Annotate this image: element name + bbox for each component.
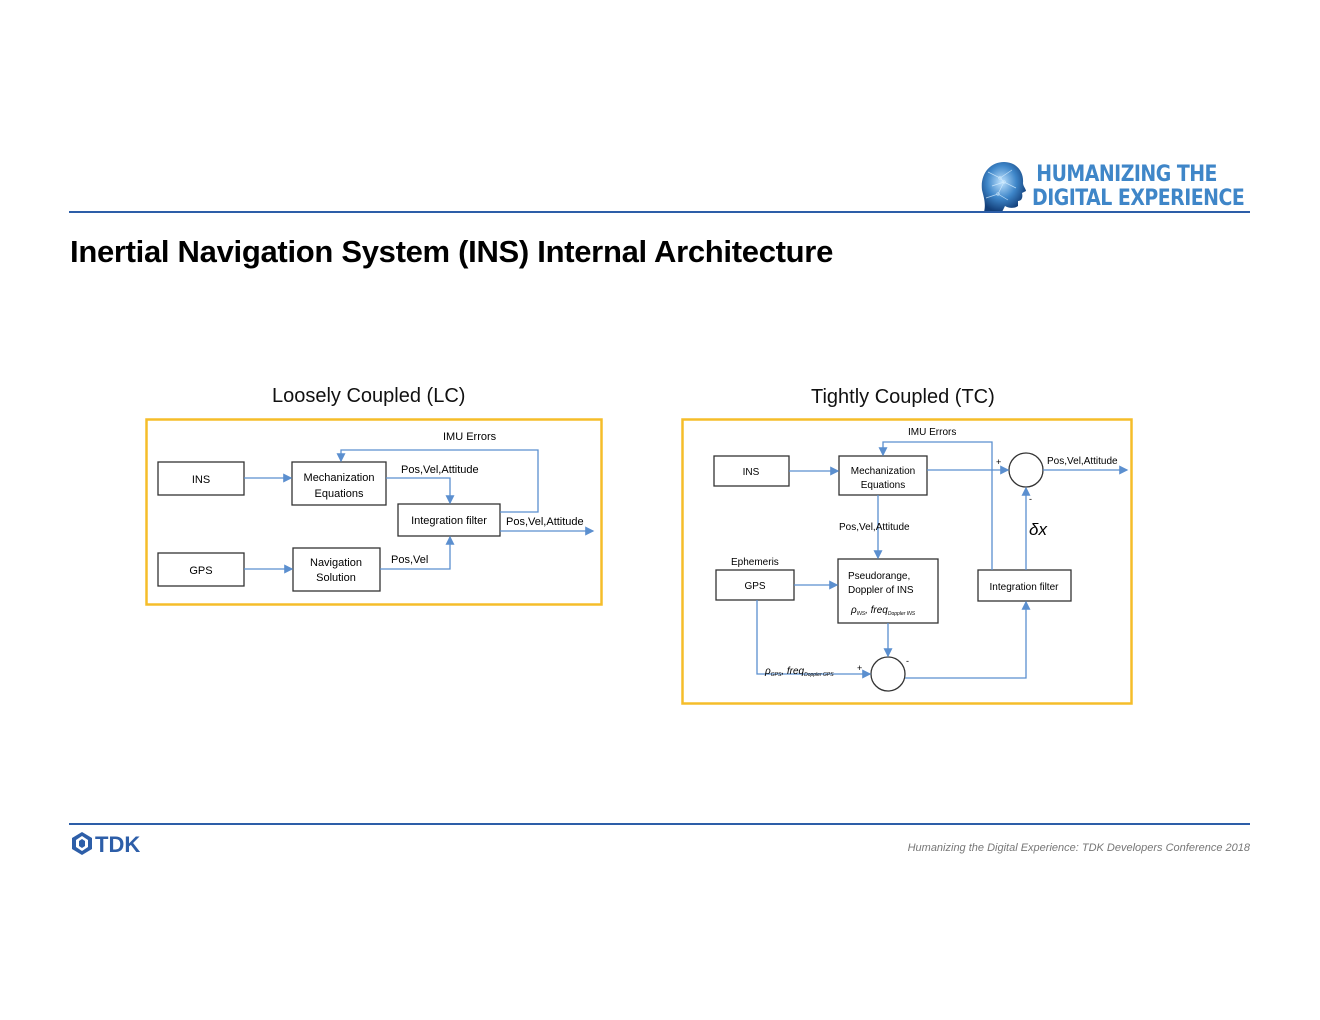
lc-mech-line1: Mechanization: [304, 472, 375, 484]
lc-navigation-box: Navigation Solution: [292, 547, 381, 592]
tc-pva-out-label: Pos,Vel,Attitude: [1047, 456, 1118, 467]
lc-gps-box: GPS: [157, 552, 245, 587]
lc-integration-filter-box: Integration filter: [397, 503, 501, 537]
lc-ins-box: INS: [157, 461, 245, 496]
tc-arrow-gps-sum: [756, 600, 872, 679]
tc-delta-x-label: δx: [1029, 520, 1047, 539]
tc-summing-junction-top: [1008, 452, 1044, 488]
tc-filter-label: Integration filter: [990, 582, 1060, 593]
tc-integration-filter-box: Integration filter: [977, 569, 1072, 602]
tc-imu-errors-label: IMU Errors: [908, 427, 956, 438]
tdk-emblem-icon: [72, 832, 92, 855]
tc-caption: Tightly Coupled (TC): [811, 386, 995, 408]
tc-ephemeris-label: Ephemeris: [731, 557, 779, 568]
lc-mechanization-box: Mechanization Equations: [291, 461, 387, 506]
tc-bottom-minus: -: [906, 656, 909, 666]
tc-mech-line2: Equations: [861, 480, 905, 491]
digital-head-icon: [972, 156, 1030, 219]
lc-arrow-imu-errors: [336, 449, 539, 513]
tdk-logo: TDK: [70, 830, 170, 861]
tc-diagram: INS Mechanization Equations GPS Pseudora…: [681, 418, 1135, 713]
lc-nav-line1: Navigation: [310, 557, 362, 569]
lc-caption: Loosely Coupled (LC): [272, 385, 466, 407]
tc-gps-formula: ρGPS, freqDoppler GPS: [764, 666, 834, 678]
lc-arrow-nav-filter: [380, 535, 455, 570]
tdk-wordmark: TDK: [95, 832, 140, 856]
lc-gps-label: GPS: [189, 565, 212, 577]
lc-ins-label: INS: [192, 474, 210, 486]
tc-gps-box: GPS: [715, 569, 795, 601]
tc-top-plus: +: [996, 457, 1001, 467]
tc-mech-line1: Mechanization: [851, 466, 915, 477]
lc-nav-line2: Solution: [316, 572, 356, 584]
tc-gps-label: GPS: [744, 581, 765, 592]
footer-conference: Humanizing the Digital Experience: TDK D…: [907, 842, 1250, 854]
lc-filter-label: Integration filter: [411, 515, 487, 527]
tc-summing-junction-bottom: [870, 656, 906, 692]
lc-mech-line2: Equations: [315, 488, 364, 500]
slide-title: Inertial Navigation System (INS) Interna…: [70, 234, 834, 269]
tc-bottom-plus: +: [857, 663, 862, 673]
tc-pseudo-line1: Pseudorange,: [848, 571, 910, 582]
tc-pseudo-formula: ρINS, freqDoppler INS: [850, 605, 916, 617]
lc-pos-vel-label: Pos,Vel: [391, 554, 428, 566]
lc-diagram: INS GPS Mechanization Equations Navigati…: [145, 418, 605, 613]
footer-rule: [69, 823, 1250, 825]
tc-pseudorange-box: Pseudorange, Doppler of INS ρINS, freqDo…: [837, 558, 939, 624]
tc-ins-box: INS: [713, 455, 790, 487]
tc-pva-mid-label: Pos,Vel,Attitude: [839, 522, 910, 533]
tc-ins-label: INS: [743, 467, 760, 478]
tc-pseudo-line2: Doppler of INS: [848, 585, 914, 596]
lc-arrow-mech-filter: [386, 477, 455, 505]
lc-pva-in-label: Pos,Vel,Attitude: [401, 464, 479, 476]
tc-arrow-imu-errors: [878, 441, 993, 570]
lc-imu-errors-label: IMU Errors: [443, 431, 497, 443]
brand-line-2: DIGITAL EXPERIENCE: [1032, 186, 1245, 211]
tc-mechanization-box: Mechanization Equations: [838, 455, 928, 496]
tc-arrow-sum-filter: [905, 600, 1031, 679]
brand-tagline: HUMANIZING THE DIGITAL EXPERIENCE: [1032, 162, 1245, 211]
tc-top-minus: -: [1029, 494, 1032, 504]
header-rule: [69, 211, 1250, 213]
lc-pva-out-label: Pos,Vel,Attitude: [506, 516, 584, 528]
brand-line-1: HUMANIZING THE: [1036, 162, 1217, 187]
